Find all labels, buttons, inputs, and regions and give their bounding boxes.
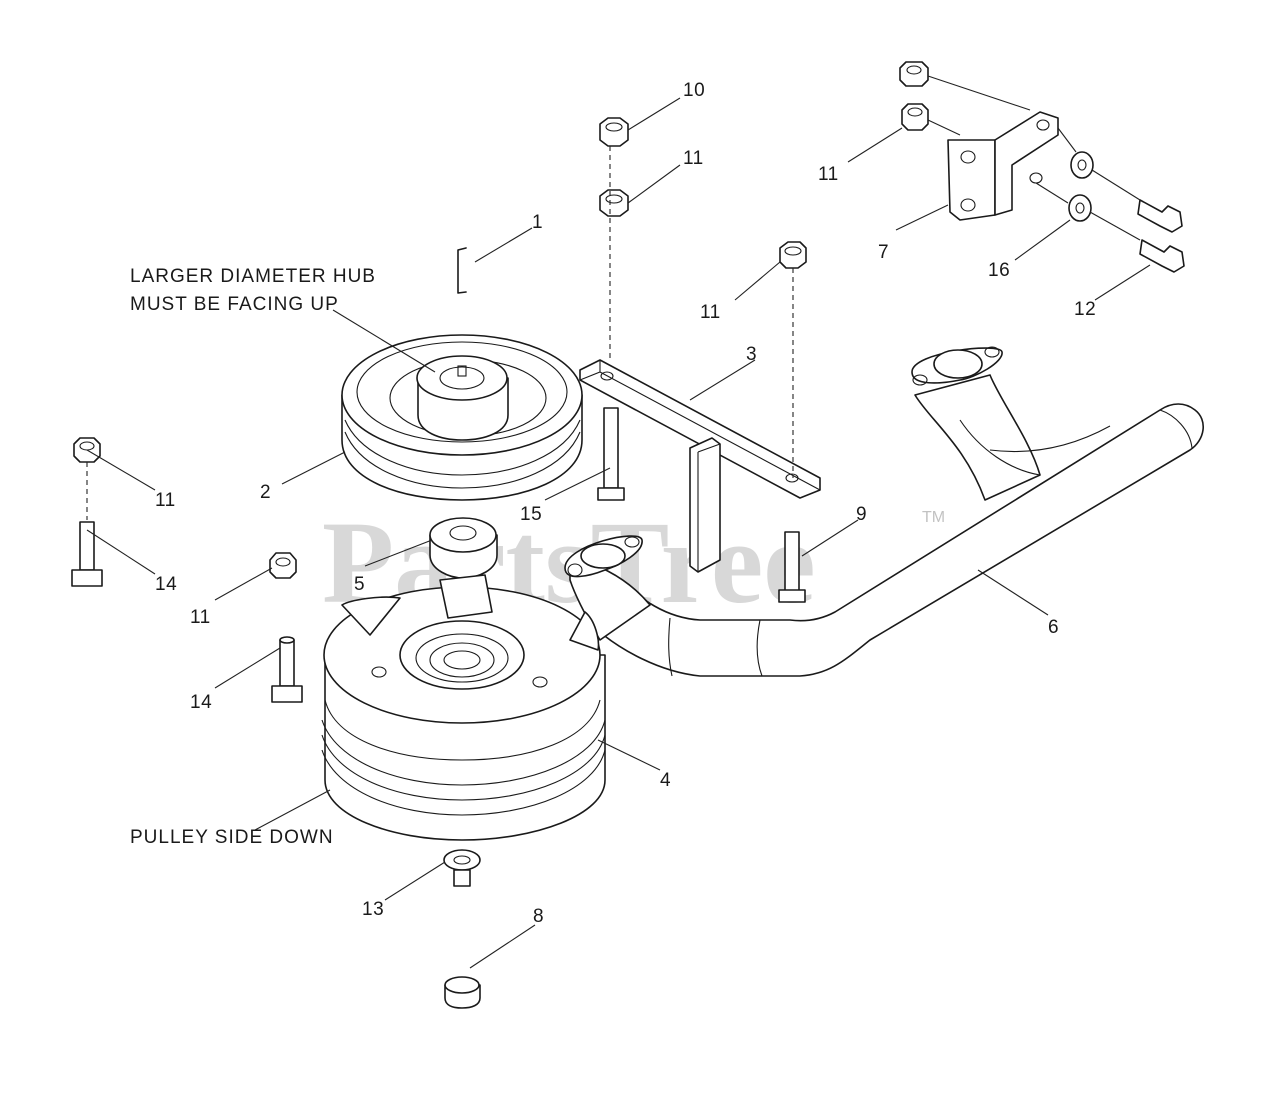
watermark-trademark: TM bbox=[922, 509, 945, 526]
callout-14-lower: 14 bbox=[190, 692, 212, 713]
callout-11-lower: 11 bbox=[190, 607, 211, 628]
part-11-nut-top bbox=[599, 189, 629, 217]
callout-5: 5 bbox=[354, 574, 365, 595]
note-hub-line1: LARGER DIAMETER HUB bbox=[130, 266, 376, 287]
part-6-tube bbox=[564, 346, 1204, 677]
part-9-stud bbox=[778, 531, 806, 603]
part-11-nut-lower bbox=[269, 552, 297, 579]
callout-11-top: 11 bbox=[683, 148, 704, 169]
part-2-pulley bbox=[341, 334, 583, 501]
part-14-bolt-lower bbox=[271, 636, 303, 703]
part-12-bolts bbox=[1137, 199, 1185, 273]
callout-9: 9 bbox=[856, 504, 867, 525]
callout-16: 16 bbox=[988, 260, 1010, 281]
part-4-clutch bbox=[321, 574, 606, 841]
callout-10: 10 bbox=[683, 80, 705, 101]
part-1-clip bbox=[457, 247, 467, 294]
callout-11-mid: 11 bbox=[700, 302, 721, 323]
callout-2: 2 bbox=[260, 482, 271, 503]
part-8-cap bbox=[444, 976, 481, 1009]
part-16-washers bbox=[1068, 151, 1094, 222]
callout-8: 8 bbox=[533, 906, 544, 927]
part-10-nut bbox=[599, 117, 629, 147]
part-7-bracket bbox=[947, 111, 1059, 221]
part-14-bolt-left bbox=[71, 521, 103, 587]
part-15-stud bbox=[597, 407, 625, 501]
callout-7: 7 bbox=[878, 242, 889, 263]
part-13-washer bbox=[443, 849, 481, 887]
callout-4: 4 bbox=[660, 770, 671, 791]
part-5-spacer bbox=[429, 517, 498, 579]
callout-12: 12 bbox=[1074, 299, 1096, 320]
callout-11-left: 11 bbox=[155, 490, 176, 511]
part-3-bracket bbox=[579, 359, 821, 573]
callout-3: 3 bbox=[746, 344, 757, 365]
callout-13: 13 bbox=[362, 899, 384, 920]
callout-14-left: 14 bbox=[155, 574, 177, 595]
note-hub-line2: MUST BE FACING UP bbox=[130, 294, 339, 315]
callout-11-right: 11 bbox=[818, 164, 839, 185]
callout-15: 15 bbox=[520, 504, 542, 525]
callout-1: 1 bbox=[532, 212, 543, 233]
part-11-nut-mid bbox=[779, 241, 807, 269]
callout-6: 6 bbox=[1048, 617, 1059, 638]
part-11-nut-right-top bbox=[899, 61, 929, 87]
part-11-nut-right bbox=[901, 103, 929, 131]
note-pulley-side: PULLEY SIDE DOWN bbox=[130, 827, 334, 848]
